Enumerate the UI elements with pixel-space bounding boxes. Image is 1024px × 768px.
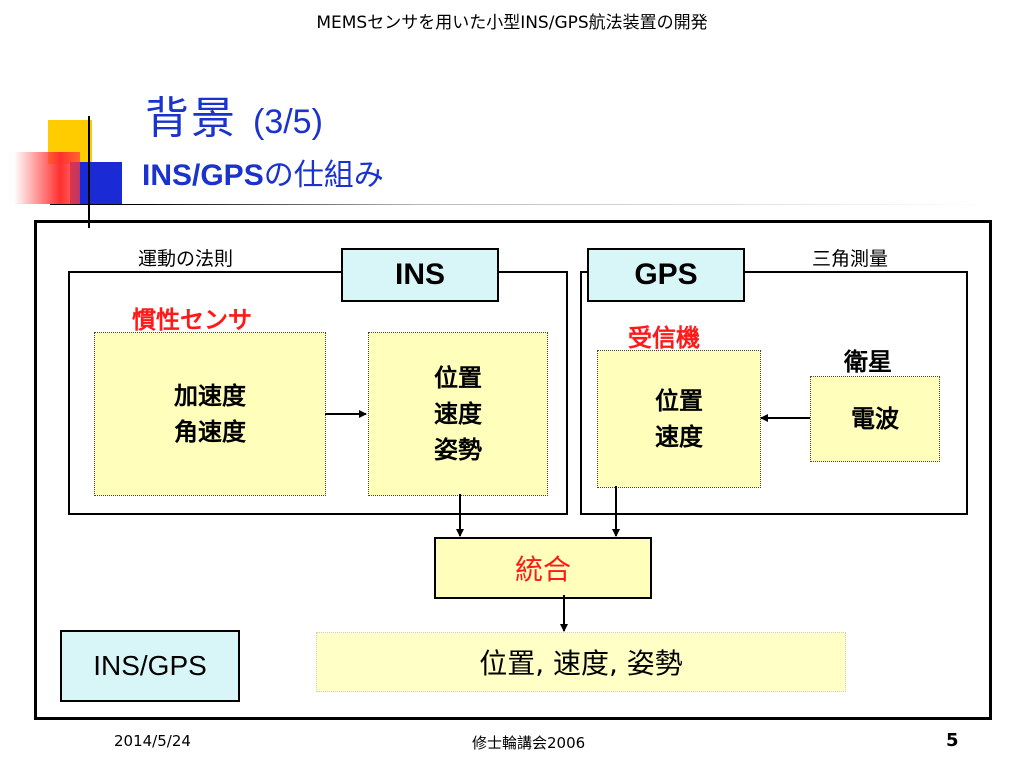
receiver-position: 位置 — [655, 387, 703, 415]
gps-label-box: GPS — [587, 248, 745, 302]
slide-subtitle-bold: INS/GPS — [142, 159, 264, 192]
footer-date: 2014/5/24 — [114, 732, 191, 750]
result-box: 位置, 速度, 姿勢 — [316, 632, 846, 692]
ins-gps-label: INS/GPS — [93, 650, 207, 681]
title-divider-line — [50, 204, 990, 205]
satellite-heading: 衛星 — [844, 348, 892, 376]
ins-note: 運動の法則 — [138, 248, 234, 270]
inertial-sensor-heading: 慣性センサ — [132, 306, 252, 334]
gps-note: 三角測量 — [812, 248, 889, 270]
ins-label-box: INS — [341, 248, 499, 302]
document-header-title: MEMSセンサを用いた小型INS/GPS航法装置の開発 — [316, 13, 708, 33]
slide-subtitle-rest: の仕組み — [263, 158, 384, 193]
receiver-box: 位置 速度 — [597, 350, 761, 488]
footer-page-number: 5 — [946, 730, 959, 751]
ins-output-attitude: 姿勢 — [434, 436, 482, 464]
ins-label: INS — [394, 258, 445, 291]
result-text: 位置, 速度, 姿勢 — [479, 647, 683, 680]
radio-wave-label: 電波 — [851, 405, 899, 433]
integration-box: 統合 — [434, 537, 652, 599]
slide-title-number: (3/5) — [253, 103, 323, 141]
slide-title-text: 背景 — [145, 93, 237, 144]
ins-output-box: 位置 速度 姿勢 — [368, 332, 548, 496]
integration-label: 統合 — [514, 553, 571, 586]
ins-output-velocity: 速度 — [434, 400, 482, 428]
receiver-heading: 受信機 — [628, 324, 700, 352]
inertial-sensor-box: 加速度 角速度 — [94, 332, 326, 496]
ins-output-position: 位置 — [434, 364, 482, 392]
sensor-line-angular-velocity: 角速度 — [174, 418, 246, 446]
diagram-frame — [34, 220, 992, 720]
decorative-red-square — [14, 152, 80, 204]
slide-title: 背景 (3/5) — [145, 82, 323, 146]
sensor-line-acceleration: 加速度 — [174, 382, 246, 410]
decorative-vertical-line — [88, 116, 90, 228]
receiver-velocity: 速度 — [655, 423, 703, 451]
footer-event: 修士輪講会2006 — [472, 734, 586, 752]
slide-subtitle: INS/GPSの仕組み — [142, 150, 384, 194]
satellite-box: 電波 — [810, 376, 940, 462]
gps-label: GPS — [634, 258, 698, 291]
ins-gps-label-box: INS/GPS — [60, 630, 240, 702]
